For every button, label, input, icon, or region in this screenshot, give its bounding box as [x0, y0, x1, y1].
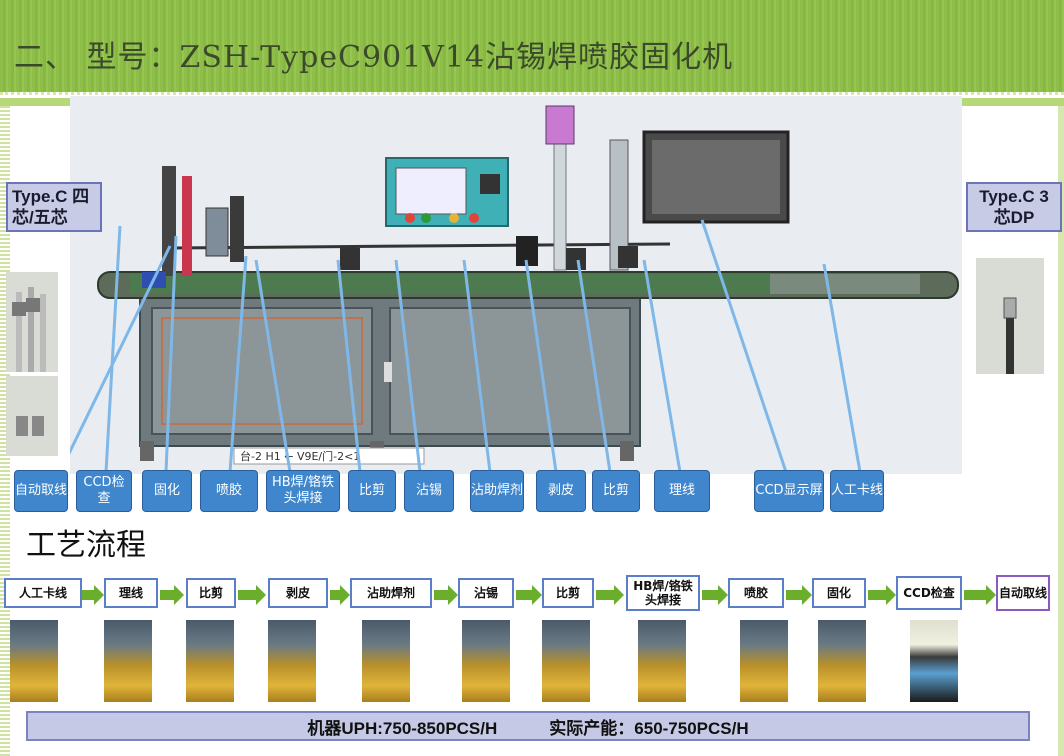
process-photo	[818, 620, 866, 702]
callout-glue-spray: 喷胶	[200, 470, 258, 512]
process-photo	[638, 620, 686, 702]
flow-step: 人工卡线	[4, 578, 82, 608]
callout-hb-welding: HB焊/铬铁头焊接	[266, 470, 340, 512]
callout-cut-1: 比剪	[348, 470, 396, 512]
callout-tin-dip: 沾锡	[404, 470, 454, 512]
flow-step: 理线	[104, 578, 158, 608]
flow-step: 沾锡	[458, 578, 514, 608]
capacity-bar: 机器UPH:750-850PCS/H 实际产能：650-750PCS/H	[26, 711, 1030, 741]
flow-step: 比剪	[186, 578, 236, 608]
flow-step: 沾助焊剂	[350, 578, 432, 608]
process-photo	[268, 620, 316, 702]
cable-icon	[12, 287, 46, 372]
process-photo	[104, 620, 152, 702]
header-divider	[0, 92, 1064, 95]
cable-dp-icon	[1003, 297, 1017, 374]
left-product-photo-1	[6, 272, 58, 372]
process-photo	[910, 620, 958, 702]
actual-capacity: 实际产能：650-750PCS/H	[549, 718, 749, 738]
left-product-label: Type.C 四芯/五芯	[6, 182, 102, 232]
process-photo	[542, 620, 590, 702]
flow-title: 工艺流程	[26, 528, 146, 563]
flow-step: 剥皮	[268, 578, 328, 608]
flow-step: 比剪	[542, 578, 594, 608]
machine-illustration: 台-2 H1 ← V9E/门-2<1	[58, 96, 962, 474]
callout-curing: 固化	[142, 470, 192, 512]
flow-step: 固化	[812, 578, 866, 608]
left-product-photo-2	[6, 376, 58, 456]
callout-ccd-check: CCD检查	[76, 470, 132, 512]
machine-uph: 机器UPH:750-850PCS/H	[307, 718, 498, 738]
right-decor-strip	[1058, 106, 1064, 756]
connector-icon	[16, 416, 44, 436]
flow-step: 自动取线	[996, 575, 1050, 611]
flow-step: HB焊/铬铁头焊接	[626, 575, 700, 611]
flow-step: CCD检查	[896, 576, 962, 610]
callout-flux-dip: 沾助焊剂	[470, 470, 524, 512]
machine-drawing: 台-2 H1 ← V9E/门-2<1	[58, 105, 959, 473]
callout-strip: 剥皮	[536, 470, 586, 512]
header-banner: 二、 型号：ZSH-TypeC901V14沾锡焊喷胶固化机	[0, 0, 1064, 92]
right-product-photo	[976, 258, 1044, 374]
callout-manual-clip: 人工卡线	[830, 470, 884, 512]
process-photo	[740, 620, 788, 702]
page-title: 二、 型号：ZSH-TypeC901V14沾锡焊喷胶固化机	[14, 40, 734, 75]
process-photo	[362, 620, 410, 702]
left-decor-strip	[0, 106, 10, 756]
process-photo	[10, 620, 58, 702]
callout-auto-pickup: 自动取线	[14, 470, 68, 512]
callout-cut-2: 比剪	[592, 470, 640, 512]
callout-wire-arrange: 理线	[654, 470, 710, 512]
flow-step: 喷胶	[728, 578, 784, 608]
right-product-label: Type.C 3芯DP	[966, 182, 1062, 232]
callout-ccd-display: CCD显示屏	[754, 470, 824, 512]
process-photo	[462, 620, 510, 702]
machine-screen-text: 台-2 H1 ← V9E/门-2<1	[240, 449, 360, 463]
process-photo	[186, 620, 234, 702]
